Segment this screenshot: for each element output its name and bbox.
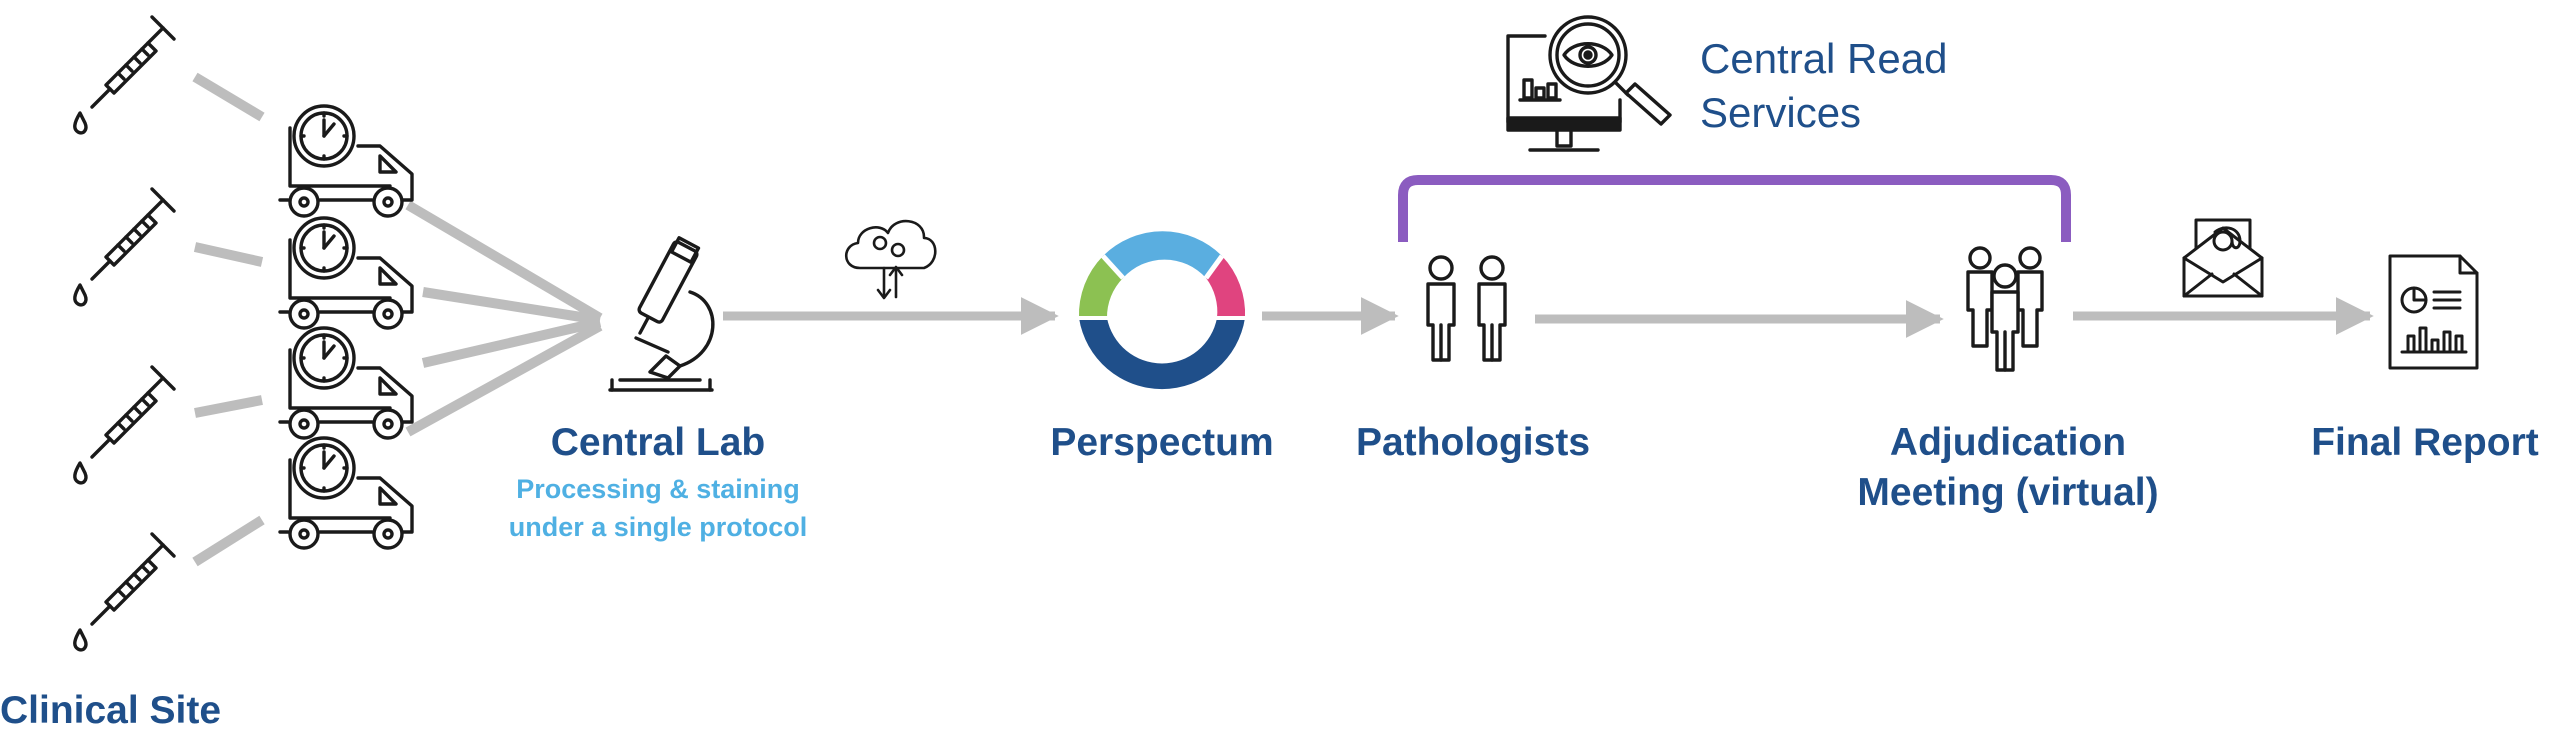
microscope-icon xyxy=(608,236,715,392)
syringe-icon xyxy=(73,187,176,307)
flow-arrows xyxy=(723,297,2374,338)
group-people-icon xyxy=(1966,246,2044,372)
perspectum-label: Perspectum xyxy=(1050,421,1274,464)
central-read-services-line-1: Central Read xyxy=(1700,35,1948,82)
email-envelope-icon xyxy=(2182,218,2264,298)
central-read-services-line-2: Services xyxy=(1700,89,1862,136)
central-read-bracket xyxy=(1398,175,2071,242)
syringe-icon xyxy=(73,532,176,652)
syringe-icon xyxy=(73,365,176,485)
cloud-data-transfer-icon xyxy=(844,219,937,300)
monitor-magnifier-eye-icon xyxy=(1506,15,1672,152)
delivery-truck-icon xyxy=(278,216,414,330)
central-lab-subtitle-line-2: under a single protocol xyxy=(508,512,808,542)
perspectum-logo-icon xyxy=(1078,231,1246,390)
truck-to-lab-lines xyxy=(405,200,603,437)
central-lab-label: Central Lab xyxy=(550,421,766,464)
pathologists-label: Pathologists xyxy=(1355,421,1591,464)
delivery-truck-icon xyxy=(278,326,414,440)
central-lab-subtitle-line-1: Processing & staining xyxy=(516,474,800,504)
syringe-icon xyxy=(73,15,176,135)
delivery-truck-icon xyxy=(278,104,414,218)
syringe-to-truck-lines xyxy=(192,72,265,567)
adjudication-label-line-2: Meeting (virtual) xyxy=(1857,471,2159,514)
report-document-icon xyxy=(2388,254,2479,370)
delivery-truck-icon xyxy=(278,436,414,550)
two-people-icon xyxy=(1426,255,1507,362)
clinical-site-label: Clinical Site xyxy=(0,689,222,732)
final-report-label: Final Report xyxy=(2311,421,2539,464)
adjudication-label-line-1: Adjudication xyxy=(1889,421,2127,464)
